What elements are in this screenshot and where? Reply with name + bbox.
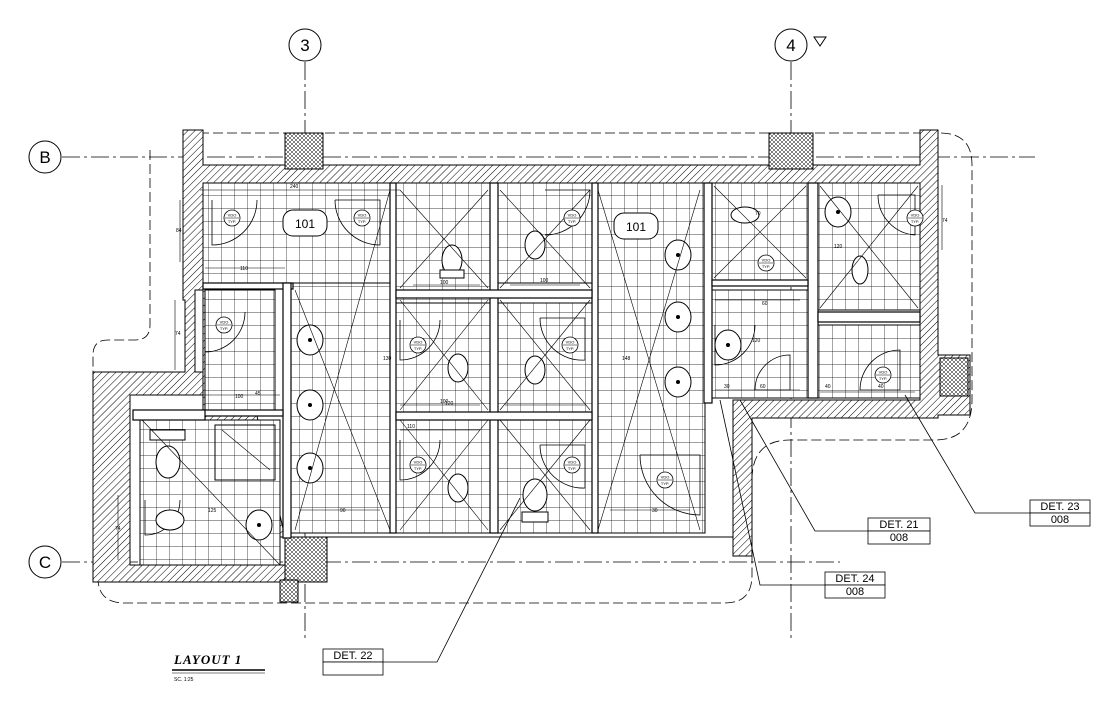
svg-text:100: 100 bbox=[540, 278, 549, 284]
svg-text:4: 4 bbox=[786, 36, 795, 55]
svg-text:240: 240 bbox=[290, 184, 299, 190]
svg-text:DET. 21: DET. 21 bbox=[879, 519, 918, 531]
fixture-tag-line2: TYP. bbox=[879, 376, 887, 381]
callout-det23: DET. 23 008 bbox=[1029, 499, 1091, 527]
fixture-tag-line1: VDO bbox=[228, 213, 237, 218]
svg-text:74: 74 bbox=[942, 218, 948, 224]
svg-text:SC. 1:25: SC. 1:25 bbox=[174, 677, 194, 683]
fixture-tag-line2: TYP. bbox=[911, 219, 919, 224]
detail-leaders bbox=[382, 394, 1030, 663]
fixture-tag-line1: VDO bbox=[568, 460, 577, 465]
slope-lines bbox=[141, 185, 919, 566]
svg-text:130: 130 bbox=[383, 356, 392, 362]
svg-text:008: 008 bbox=[1051, 514, 1069, 526]
fixture-tag-line1: VDO bbox=[911, 213, 920, 218]
svg-text:120: 120 bbox=[752, 338, 761, 344]
fixture-tag-line2: TYP. bbox=[358, 219, 366, 224]
svg-text:101: 101 bbox=[295, 217, 315, 231]
grid-bubble-c: C bbox=[28, 545, 62, 579]
grid-bubble-3: 3 bbox=[288, 28, 322, 62]
fixture-tag-line1: VDO bbox=[762, 258, 771, 263]
svg-text:DET. 24: DET. 24 bbox=[835, 573, 874, 585]
svg-text:90: 90 bbox=[340, 508, 346, 514]
triangle-marker-icon bbox=[813, 36, 827, 47]
svg-text:74: 74 bbox=[175, 331, 181, 337]
callout-det21: DET. 21 008 bbox=[867, 517, 931, 545]
fixture-tag-line2: TYP. bbox=[762, 264, 770, 269]
svg-text:008: 008 bbox=[890, 532, 908, 544]
svg-text:100: 100 bbox=[440, 280, 449, 286]
svg-text:100: 100 bbox=[235, 394, 244, 400]
svg-text:LAYOUT 1: LAYOUT 1 bbox=[173, 652, 242, 667]
fixture-tag-line2: TYP. bbox=[566, 346, 574, 351]
room-tag-left: 101 bbox=[282, 209, 328, 237]
partitions bbox=[132, 182, 921, 539]
svg-text:60: 60 bbox=[760, 384, 766, 390]
svg-text:30: 30 bbox=[724, 384, 730, 390]
callout-det22: DET. 22 bbox=[322, 648, 384, 676]
svg-text:45: 45 bbox=[255, 391, 261, 397]
grid-bubble-b: B bbox=[28, 140, 62, 174]
slab-outline bbox=[92, 132, 973, 604]
fixture-tag-line2: TYP. bbox=[220, 326, 228, 331]
dimension-lines bbox=[117, 185, 943, 560]
svg-text:125: 125 bbox=[208, 508, 217, 514]
svg-text:84: 84 bbox=[176, 228, 182, 234]
fixture-tag-line1: VDO bbox=[568, 213, 577, 218]
svg-text:110: 110 bbox=[240, 266, 248, 272]
svg-text:74: 74 bbox=[115, 526, 121, 532]
svg-text:40: 40 bbox=[825, 384, 831, 390]
drawing-title: LAYOUT 1 SC. 1:25 bbox=[172, 652, 265, 683]
svg-text:B: B bbox=[39, 148, 50, 167]
fixture-tag-line2: TYP. bbox=[568, 466, 576, 471]
callout-det24: DET. 24 008 bbox=[824, 571, 886, 599]
floor-drains bbox=[257, 210, 840, 527]
fixture-tag-line2: TYP. bbox=[414, 346, 422, 351]
fixture-tag-line1: VDO bbox=[358, 213, 367, 218]
room-tag-right: 101 bbox=[613, 212, 659, 240]
svg-text:100: 100 bbox=[440, 399, 449, 405]
svg-text:30: 30 bbox=[652, 508, 658, 514]
svg-text:008: 008 bbox=[846, 586, 864, 598]
fixture-tag-line1: VDO bbox=[566, 340, 575, 345]
svg-text:C: C bbox=[39, 553, 51, 572]
svg-text:40: 40 bbox=[878, 384, 884, 390]
svg-text:70: 70 bbox=[755, 211, 761, 217]
sanitary-fixtures bbox=[149, 196, 869, 541]
svg-text:120: 120 bbox=[445, 401, 454, 407]
fixture-tag-line1: VDO bbox=[220, 320, 229, 325]
svg-text:DET. 23: DET. 23 bbox=[1040, 501, 1079, 513]
fixture-tag-line1: VDO bbox=[661, 475, 670, 480]
fixture-tag-line2: TYP. bbox=[568, 219, 576, 224]
svg-text:60: 60 bbox=[762, 301, 768, 307]
dimension-text: 240 110 100 100 100 110 100 120 120 120 … bbox=[115, 184, 948, 532]
svg-text:148: 148 bbox=[622, 356, 631, 362]
fixture-tag-line2: TYP. bbox=[661, 481, 669, 486]
fixture-tag-line2: TYP. bbox=[414, 466, 422, 471]
fixture-tag-line1: VDO bbox=[414, 460, 423, 465]
svg-text:110: 110 bbox=[407, 424, 415, 430]
svg-text:101: 101 bbox=[626, 220, 646, 234]
fixture-tag-line2: TYP. bbox=[228, 219, 236, 224]
fixture-tag-line1: VDO bbox=[879, 370, 888, 375]
svg-text:3: 3 bbox=[300, 36, 309, 55]
fixture-tag-line1: VDO bbox=[414, 340, 423, 345]
columns bbox=[279, 132, 969, 603]
svg-text:120: 120 bbox=[834, 244, 843, 250]
door-swings bbox=[144, 189, 916, 536]
svg-text:DET. 22: DET. 22 bbox=[333, 650, 372, 662]
grid-bubble-4: 4 bbox=[774, 28, 808, 62]
